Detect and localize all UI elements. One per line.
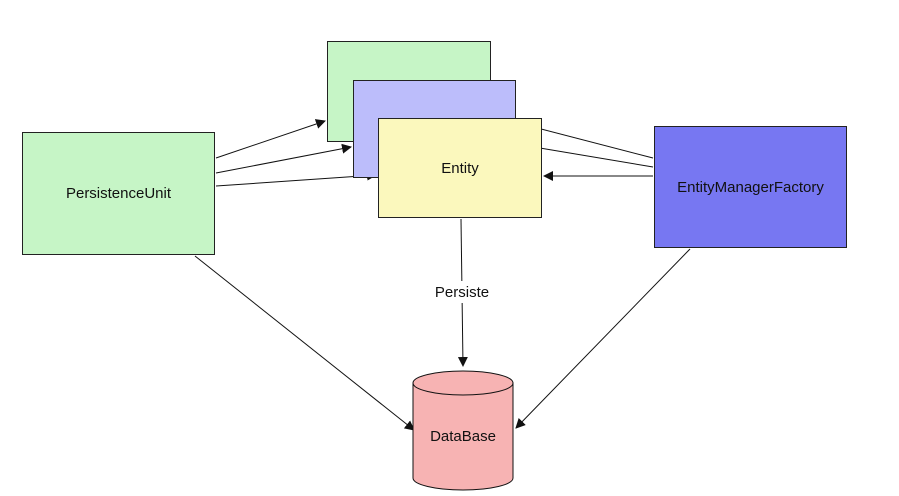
edge-pu-to-entity <box>215 170 377 187</box>
edge-pu-to-green-entity <box>215 119 326 159</box>
persistence-unit-node[interactable]: PersistenceUnit <box>22 132 215 255</box>
entity-label: Entity <box>441 159 479 177</box>
database-cylinder-icon <box>412 370 514 491</box>
entity-manager-factory-node[interactable]: EntityManagerFactory <box>654 126 847 248</box>
edge-pu-to-database <box>194 255 415 431</box>
persiste-edge-text: Persiste <box>434 283 490 301</box>
edge-pu-to-blue-entity <box>215 143 352 174</box>
entity-manager-factory-label: EntityManagerFactory <box>677 178 824 196</box>
persistence-unit-label: PersistenceUnit <box>65 185 172 202</box>
edge-emf-to-database <box>515 248 691 429</box>
persiste-edge-label: Persiste <box>424 281 500 303</box>
database-label: DataBase <box>430 428 496 445</box>
entity-node[interactable]: Entity <box>378 118 542 218</box>
